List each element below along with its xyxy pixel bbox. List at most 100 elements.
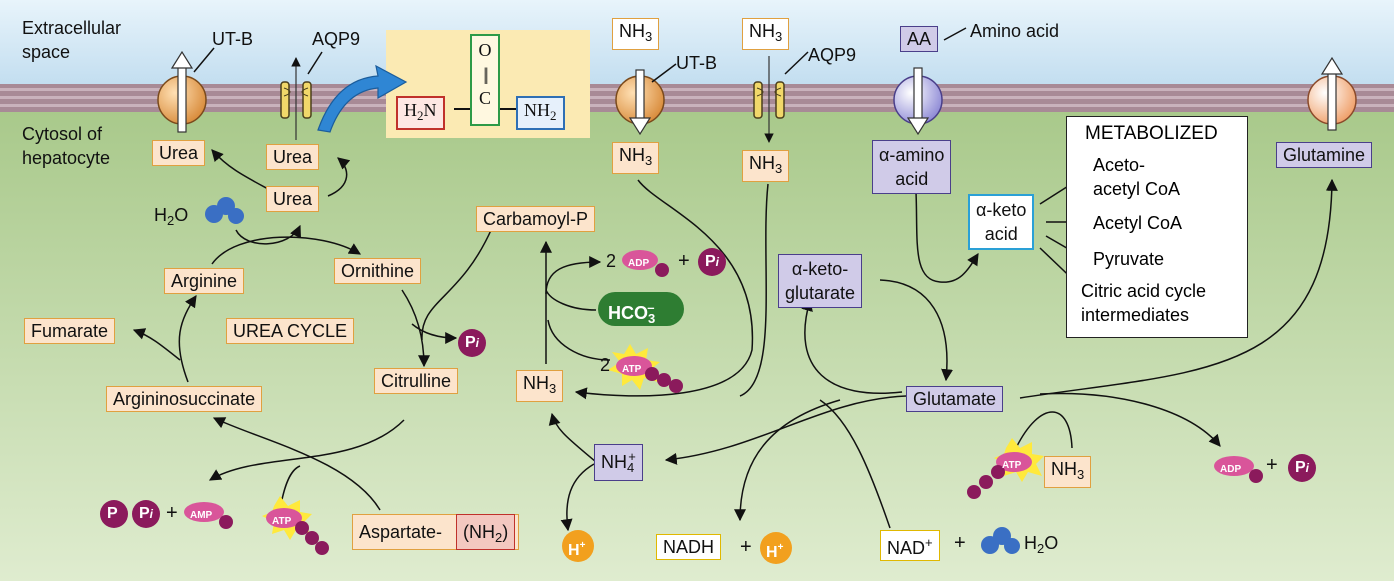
aqp9-channel-right	[753, 81, 785, 119]
arginine-box: Arginine	[164, 268, 245, 294]
atp-badge-icon-cycle	[262, 496, 329, 555]
amp-text: AMP	[190, 510, 213, 521]
ut-b-label-left: UT-B	[212, 29, 254, 49]
adp-badge-icon-glutamine	[1214, 456, 1263, 483]
urea-carbonyl-box: O || C	[470, 34, 500, 126]
aqp9-label-left: AQP9	[312, 29, 361, 49]
plus-pi-amp: +	[166, 502, 178, 524]
metabolite-acetoacetyl-coa: Aceto-acetyl CoA	[1093, 155, 1181, 199]
plasma-membrane	[0, 84, 1394, 112]
aspartate-amine-box: (NH2)	[456, 514, 516, 550]
carbon-atom: C	[478, 88, 491, 108]
aqp9-right-leader	[784, 51, 809, 75]
metabolized-panel: METABOLIZED Aceto-acetyl CoA Acetyl CoA …	[1066, 116, 1248, 338]
pi-text-bottom: Pi	[139, 505, 154, 522]
carbamoyl-to-citrulline-arrow	[421, 227, 493, 341]
nh3-cytosol-ut-b: NH3	[612, 142, 660, 174]
glutamate-box: Glutamate	[906, 386, 1004, 412]
hco3-badge	[598, 292, 684, 326]
glutamine-synthetase-atp-arrow	[1015, 411, 1073, 449]
plus-nad-water: +	[954, 532, 966, 554]
water-to-cleavage-arrow	[235, 224, 301, 245]
ut-b-label-right: UT-B	[676, 53, 718, 73]
urea-to-urea-top-arrow	[327, 157, 351, 197]
nh3-carbamoyl-input: NH3	[516, 370, 564, 402]
aqp9-channel-left	[280, 81, 312, 119]
adp-badge-icon	[622, 250, 669, 277]
amino-acid-arrow-head	[906, 117, 930, 136]
ut-b-right-leader	[651, 63, 677, 83]
carbamoyl-phosphate-box: Carbamoyl-P	[476, 206, 596, 232]
pi-text-glutamine: Pi	[1295, 459, 1310, 476]
bond-right	[500, 108, 516, 110]
aa-box: AA	[900, 26, 939, 52]
hco3-input-arrow	[545, 289, 597, 311]
h-plus-text-nadh: H+	[766, 542, 784, 561]
citrulline-box: Citrulline	[374, 368, 459, 394]
glutamate-to-ketoglutarate-arrow	[801, 298, 903, 394]
atp-text-cycle: ATP	[272, 516, 292, 527]
metabolite-acetyl-coa: Acetyl CoA	[1093, 213, 1183, 233]
pi-badge-icon-bottom	[132, 500, 160, 528]
urea-to-urea-left-arrow	[211, 149, 271, 191]
urea-left-amine-box: H2N	[396, 96, 445, 130]
ornithine-box: Ornithine	[334, 258, 422, 284]
ut-b-left-arrow-head	[170, 50, 194, 69]
argininosuccinate-to-arginine-arrow	[178, 295, 197, 383]
hco3-label: HCO3–	[608, 300, 656, 326]
pi-release-arrow	[411, 323, 458, 344]
urea-structure-callout-arrow	[317, 64, 408, 133]
urea-box-product: Urea	[266, 186, 320, 212]
adp-count: 2	[606, 251, 617, 271]
nh4-to-nh3-arrow	[548, 412, 597, 463]
amino-acid-label: Amino acid	[970, 21, 1060, 41]
h-plus-text: H+	[568, 540, 586, 559]
oxygen-atom: O	[478, 40, 492, 60]
pi-badge-icon-glutamine	[1288, 454, 1316, 482]
amino-acid-leader	[943, 27, 967, 41]
atp-text-glutamine: ATP	[1002, 460, 1022, 471]
atp-badge-icon	[608, 344, 683, 393]
ketoglutarate-to-glutamate-arrow	[879, 279, 954, 382]
water-label-nad: H2O	[1024, 533, 1059, 556]
water-label: H2O	[154, 205, 189, 228]
ornithine-to-citrulline-arrow	[401, 289, 430, 368]
pi-text-citrulline: Pi	[465, 334, 480, 351]
water-drop-icon	[205, 197, 244, 224]
nadh-box: NADH	[656, 534, 722, 560]
urea-cycle-title: UREA CYCLE	[226, 318, 355, 344]
nad-box: NAD+	[880, 530, 940, 561]
pi-badge-icon-carbamoyl	[698, 248, 726, 276]
plus-nadh-h: +	[740, 536, 752, 558]
metabolized-title: METABOLIZED	[1085, 123, 1218, 144]
ut-b-right-arrow-head	[628, 117, 652, 136]
water-drop-icon-nad	[981, 527, 1020, 554]
argininosuccinate-box: Argininosuccinate	[106, 386, 263, 412]
metabolite-pyruvate: Pyruvate	[1093, 249, 1165, 269]
adp-text-glutamine: ADP	[1220, 464, 1242, 475]
plus-adp-pi-glutamine: +	[1266, 454, 1278, 476]
urea-box-left: Urea	[152, 140, 206, 166]
fumarate-box: Fumarate	[24, 318, 116, 344]
atp-input-arrow	[547, 319, 611, 361]
glutamine-synthetase-adp-arrow	[1039, 392, 1221, 447]
glutamine-arrow-head	[1320, 56, 1344, 75]
ut-b-nh3-path	[574, 179, 754, 400]
alpha-amino-to-keto-acid-arrow	[915, 191, 979, 283]
adp-text: ADP	[628, 258, 650, 269]
adp-release-arrow	[545, 256, 602, 295]
aspartate-to-argininosuccinate-arrow	[212, 417, 381, 511]
aqp9-label-right: AQP9	[808, 45, 857, 65]
atp-count: 2	[600, 355, 611, 375]
aqp9-nh3-path	[739, 183, 769, 397]
extracellular-space-region	[0, 0, 1394, 84]
glutamine-box: Glutamine	[1276, 142, 1373, 168]
nh3-extracellular-ut-b: NH3	[612, 18, 660, 50]
pi-text-carbamoyl: Pi	[705, 253, 720, 270]
nad-input-arrow	[819, 399, 891, 529]
atp-text: ATP	[622, 364, 642, 375]
